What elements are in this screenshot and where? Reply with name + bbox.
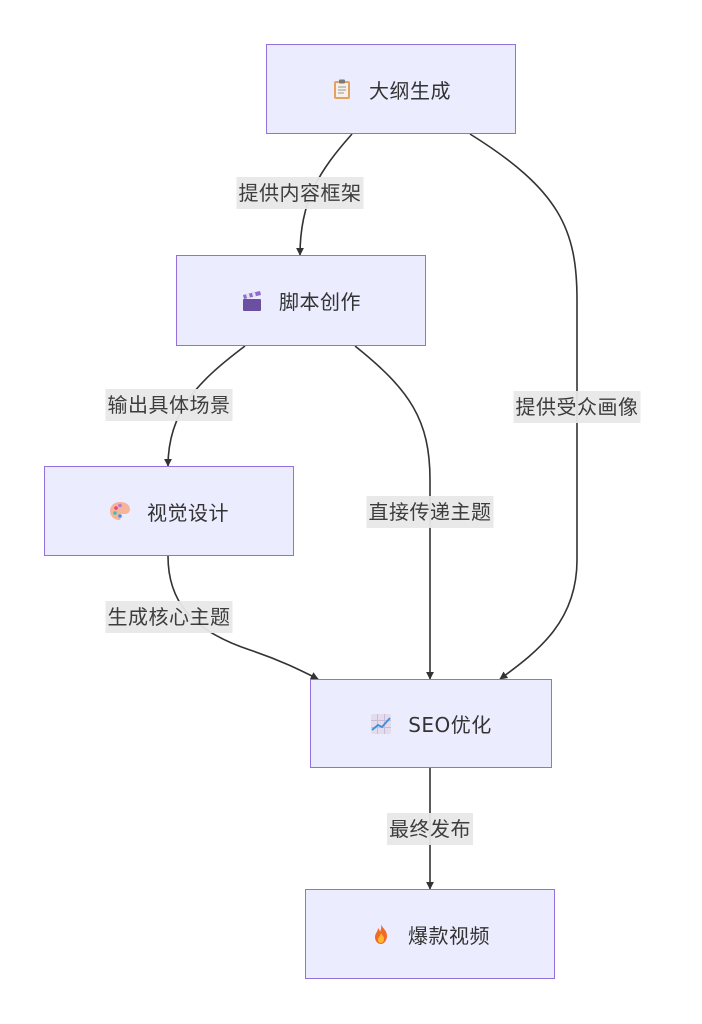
node-seo[interactable]: SEO优化: [310, 679, 552, 768]
edge-label-visual-to-seo: 生成核心主题: [105, 601, 233, 633]
clipboard-icon: [331, 78, 353, 100]
edge-visual-to-seo: [167, 555, 319, 680]
artist-palette-icon: [109, 500, 131, 522]
chart-increasing-icon: [370, 713, 392, 735]
edge-label-outline-to-script: 提供内容框架: [236, 177, 364, 209]
node-label: 视觉设计: [147, 500, 229, 525]
edge-label-seo-to-viral: 最终发布: [387, 813, 473, 845]
node-label: SEO优化: [408, 713, 492, 737]
node-label: 大纲生成: [369, 78, 451, 103]
edge-label-script-to-seo: 直接传递主题: [366, 496, 494, 528]
edge-label-script-to-visual: 输出具体场景: [105, 389, 233, 421]
node-script[interactable]: 脚本创作: [176, 255, 426, 346]
node-visual[interactable]: 视觉设计: [44, 466, 294, 556]
node-label: 脚本创作: [279, 290, 361, 314]
node-viral[interactable]: 爆款视频: [305, 889, 555, 979]
fire-icon: [370, 923, 392, 945]
node-outline[interactable]: 大纲生成: [266, 44, 516, 134]
node-label: 爆款视频: [408, 923, 490, 948]
edge-outline-to-seo: [469, 133, 578, 680]
clapper-board-icon: [241, 290, 263, 312]
edge-script-to-seo: [354, 345, 434, 680]
edge-label-outline-to-seo: 提供受众画像: [513, 391, 641, 423]
